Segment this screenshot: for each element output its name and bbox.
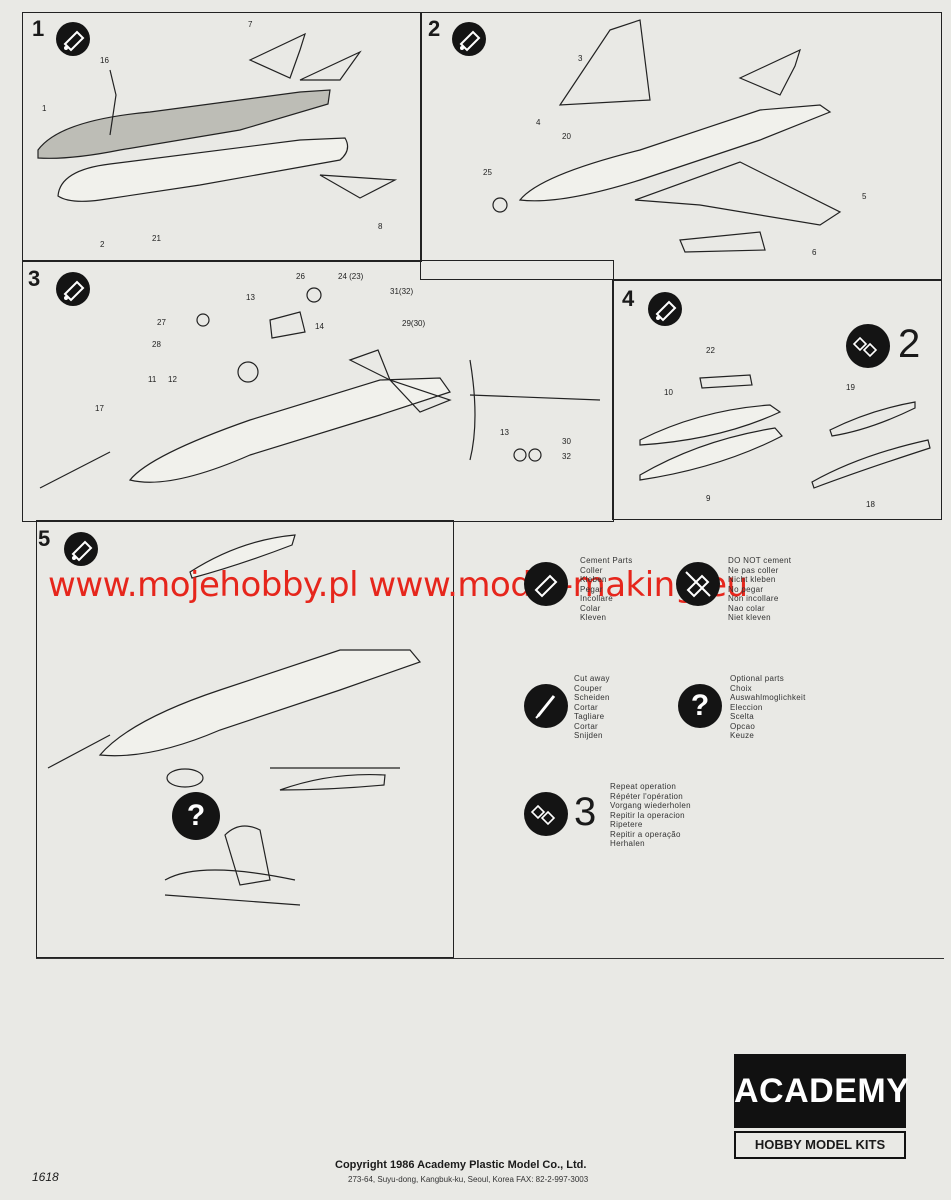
part-label: 2 [100,240,105,249]
part-label: 13 [500,428,509,437]
step-5-panel [36,520,454,958]
part-label: 19 [846,383,855,392]
repeat-count: 3 [574,790,597,834]
part-label: 29(30) [402,319,426,328]
part-label: 22 [706,346,715,355]
part-label: 21 [152,234,161,243]
part-label: 6 [812,248,817,257]
part-label: 4 [536,118,541,127]
part-label: 17 [95,404,104,413]
part-label: 16 [100,56,109,65]
repeat-operation-icon [524,792,568,836]
glue-tube-icon [648,292,682,326]
part-label: 30 [562,437,571,446]
page-divider [36,958,944,959]
logo-tagline: HOBBY MODEL KITS [734,1131,906,1159]
part-label: 27 [157,318,166,327]
part-label: 26 [296,272,305,281]
part-label: 32 [562,452,571,461]
step-3-panel [22,260,614,522]
do-not-cement-icon [676,562,720,606]
part-label: 14 [315,322,324,331]
watermark-text: www.mojehobby.pl www.model-making.eu [48,565,748,605]
repeat-operation-icon [846,324,890,368]
part-label: 31(32) [390,287,414,296]
cut-away-icon [524,684,568,728]
part-label: 7 [248,20,253,29]
part-label: 25 [483,168,492,177]
copyright-notice: Copyright 1986 Academy Plastic Model Co.… [335,1159,587,1171]
step-5-number: 5 [38,526,51,551]
glue-tube-icon [56,22,90,56]
part-label: 5 [862,192,867,201]
part-label: 11 [148,375,157,384]
part-label: 20 [562,132,571,141]
logo-brand-name: ACADEMY [734,1054,909,1128]
optional-parts-icon: ? [678,684,722,728]
part-label: 9 [706,494,711,503]
part-label: 24 (23) [338,272,364,281]
part-label: 12 [168,375,177,384]
step-3-number: 3 [28,266,41,291]
part-label: 8 [378,222,383,231]
kit-number: 1618 [32,1170,59,1184]
part-label: 10 [664,388,673,397]
part-label: 28 [152,340,161,349]
repeat-count: 2 [898,322,921,366]
step-2-number: 2 [428,16,441,41]
step-1-panel [22,12,422,262]
part-label: 1 [42,104,47,113]
part-label: 3 [578,54,583,63]
part-label: 13 [246,293,255,302]
company-address: 273-64, Suyu-dong, Kangbuk-ku, Seoul, Ko… [348,1175,589,1184]
step-4-number: 4 [622,286,635,311]
glue-tube-icon [64,532,98,566]
step-2-panel [420,12,942,280]
step-4-panel [612,280,942,520]
part-label: 18 [866,500,875,509]
optional-parts-icon: ? [172,792,220,840]
step-1-number: 1 [32,16,45,41]
glue-tube-icon [452,22,486,56]
cement-parts-icon [524,562,568,606]
academy-logo: ACADEMY HOBBY MODEL KITS [734,1054,909,1159]
glue-tube-icon [56,272,90,306]
